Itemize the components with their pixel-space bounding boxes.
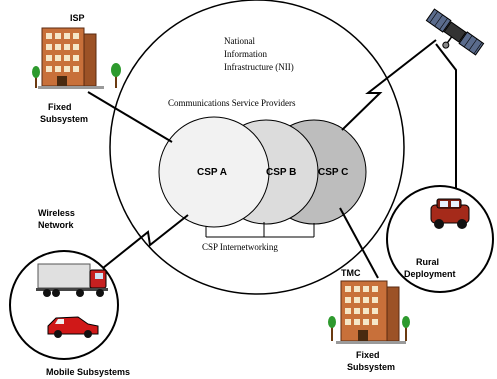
satellite-wireless-link [341, 39, 437, 131]
tmc-subsystem-label: Fixed Subsystem [347, 350, 395, 372]
csp-internetworking-bracket [205, 222, 315, 238]
isp-subsystem-label: Fixed Subsystem [40, 102, 88, 124]
isp-building-icon [38, 27, 104, 89]
csp-c-label: CSP C [318, 167, 348, 178]
mobile-subsystems-label: Mobile Subsystems [46, 367, 130, 377]
wireless-network-label: Wireless Network [38, 208, 77, 230]
tree-icon [32, 66, 40, 88]
nii-title: National Information Infrastructure (NII… [224, 36, 294, 72]
satellite-rural-link [435, 43, 457, 200]
tree-icon [402, 316, 410, 341]
rural-deployment-label: Rural Deployment [404, 257, 456, 279]
suv-icon [430, 198, 470, 229]
car-icon [47, 316, 99, 338]
tmc-link [339, 207, 379, 279]
tmc-building-icon [336, 280, 406, 344]
csp-a-label: CSP A [197, 167, 227, 178]
csp-b-label: CSP B [266, 167, 296, 178]
nii-circle [109, 0, 405, 295]
truck-icon [36, 263, 108, 297]
wireless-network-link [102, 214, 189, 269]
csp-group-label: Communications Service Providers [168, 98, 296, 108]
csp-a-circle [158, 116, 270, 228]
tmc-label: TMC [341, 268, 361, 278]
isp-label: ISP [70, 13, 85, 23]
csp-internetworking-label: CSP Internetworking [202, 242, 278, 252]
tree-icon [328, 316, 336, 341]
tree-icon [111, 63, 121, 88]
nii-title-line-1: National [224, 36, 255, 46]
nii-title-line-3: Infrastructure (NII) [224, 62, 294, 72]
satellite-icon [425, 8, 485, 56]
isp-link [87, 91, 173, 143]
nii-title-line-2: Information [224, 49, 267, 59]
